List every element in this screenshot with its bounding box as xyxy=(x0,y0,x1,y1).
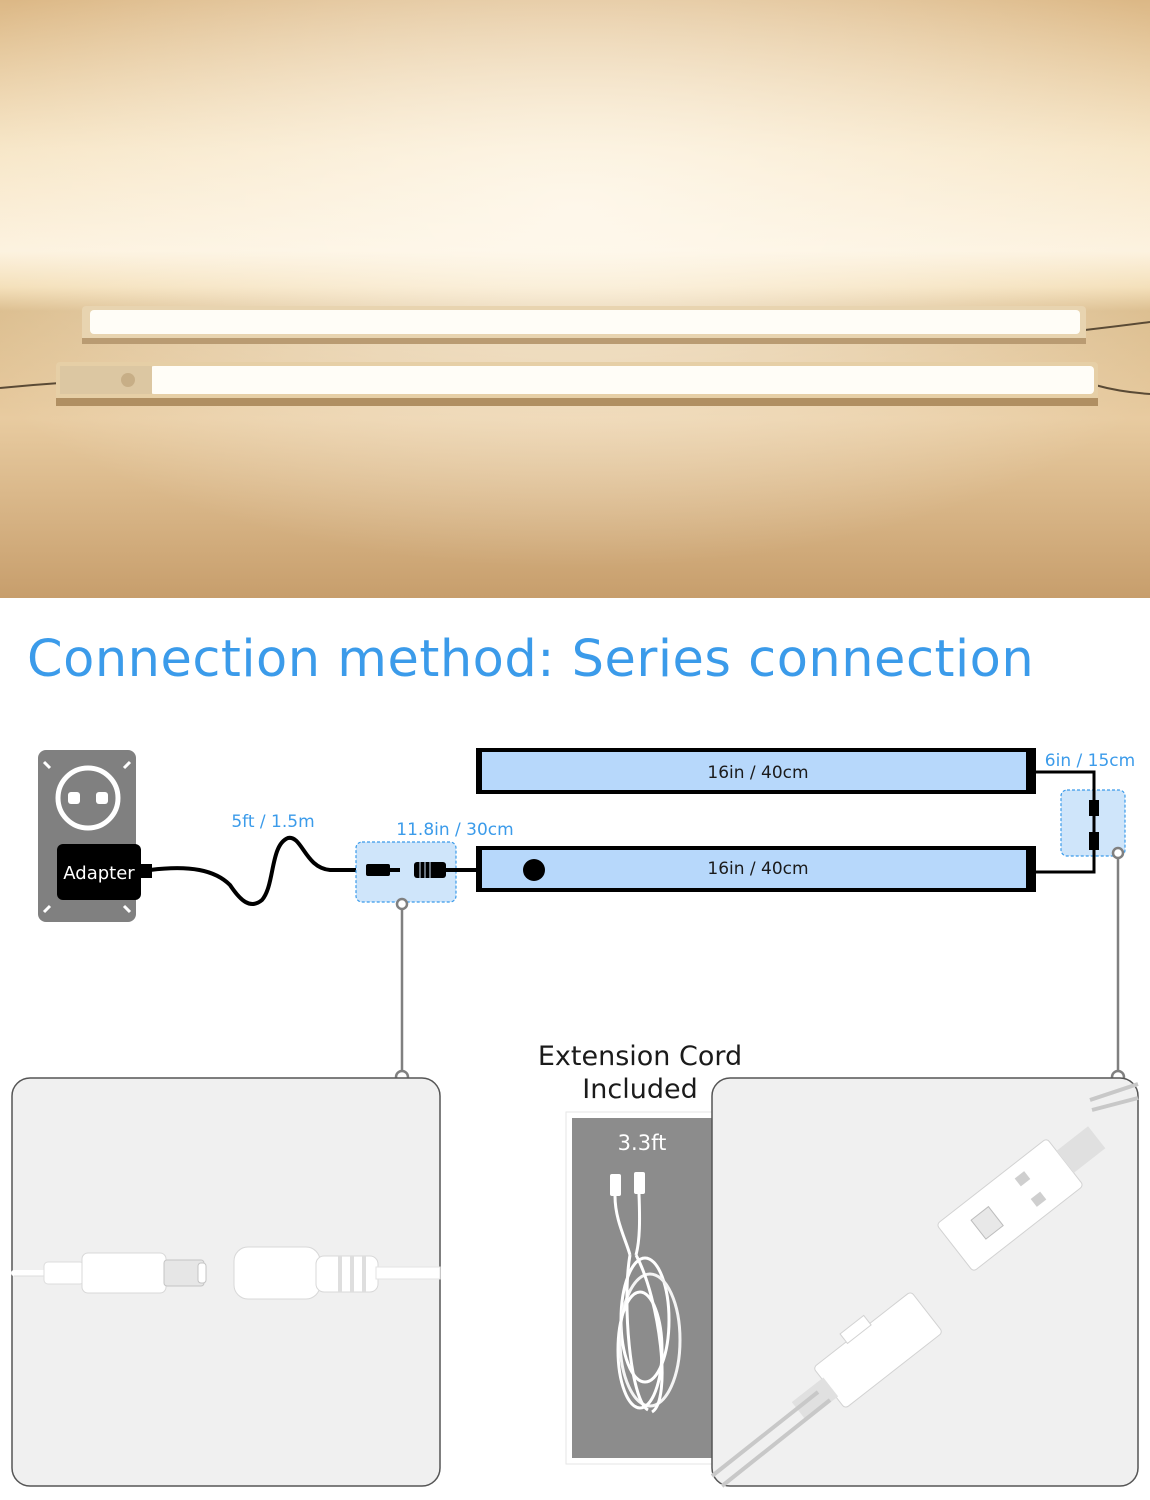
callout-line-left xyxy=(394,897,410,1085)
lead-cable-length: 11.8in / 30cm xyxy=(396,820,513,840)
connection-diagram: Adapter 16in / 40cm 16in / 40cm 5ft / 1.… xyxy=(11,748,1139,1488)
adapter: Adapter xyxy=(57,844,152,900)
pin-connector-top-icon xyxy=(937,1126,1106,1271)
extension-cord-title: Extension Cord Included xyxy=(520,1040,760,1106)
page-title: Connection method: Series connection xyxy=(27,630,1035,689)
light-bar-top: 16in / 40cm xyxy=(476,748,1036,794)
adapter-cable-length: 5ft / 1.5m xyxy=(231,812,314,832)
dc-female-socket-icon xyxy=(233,1246,441,1300)
extension-length: 3.3ft xyxy=(618,1131,667,1155)
extension-cord-card: 3.3ft xyxy=(565,1111,717,1465)
bar-top-length: 16in / 40cm xyxy=(707,763,808,783)
extension-title-line2: Included xyxy=(582,1074,698,1105)
link-cable xyxy=(1034,770,1096,874)
dc-connector-icon xyxy=(366,862,446,878)
callout-line-right xyxy=(1110,846,1126,1085)
coiled-cable-icon xyxy=(610,1172,682,1414)
adapter-cable xyxy=(148,835,367,906)
dc-male-plug-icon xyxy=(43,1252,207,1294)
pin-connector-detail-panel xyxy=(710,1077,1139,1488)
extension-title-line1: Extension Cord xyxy=(537,1041,743,1072)
link-cable-length: 6in / 15cm xyxy=(1045,751,1135,771)
light-bar-top-photo xyxy=(82,306,1086,344)
link-connector-icon xyxy=(1089,800,1099,850)
sensor-icon xyxy=(121,373,135,387)
light-bar-bottom-photo xyxy=(56,362,1098,406)
light-bar-bottom: 16in / 40cm xyxy=(476,846,1036,892)
dc-connector-detail-panel xyxy=(11,1077,441,1487)
adapter-label: Adapter xyxy=(63,863,135,884)
pin-connector-bottom-icon xyxy=(791,1292,942,1422)
sensor-icon xyxy=(523,859,545,881)
product-photo xyxy=(0,0,1150,598)
bar-bottom-length: 16in / 40cm xyxy=(707,859,808,879)
